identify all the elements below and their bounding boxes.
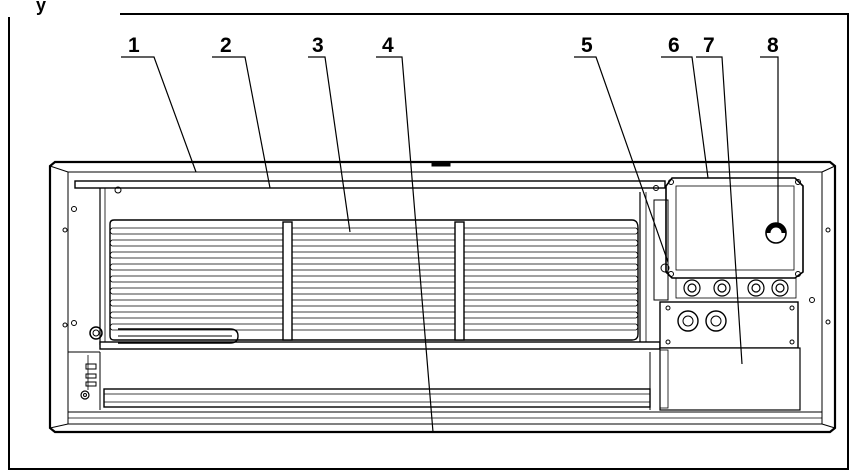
callout-7: 7	[703, 34, 715, 57]
cross-flow-fan	[109, 219, 639, 344]
callout-4: 4	[382, 34, 394, 57]
leader-lines	[121, 56, 779, 433]
control-compartment	[653, 177, 804, 411]
callout-1: 1	[128, 34, 140, 57]
callout-3: 3	[312, 34, 324, 57]
callout-2: 2	[220, 34, 232, 57]
callout-5: 5	[581, 34, 593, 57]
header-mask	[0, 0, 120, 17]
callout-8: 8	[767, 34, 779, 57]
callouts: 1 2 3 4 5 6 7 8	[128, 34, 779, 57]
header-fragment: y	[36, 0, 46, 15]
callout-6: 6	[668, 34, 680, 57]
